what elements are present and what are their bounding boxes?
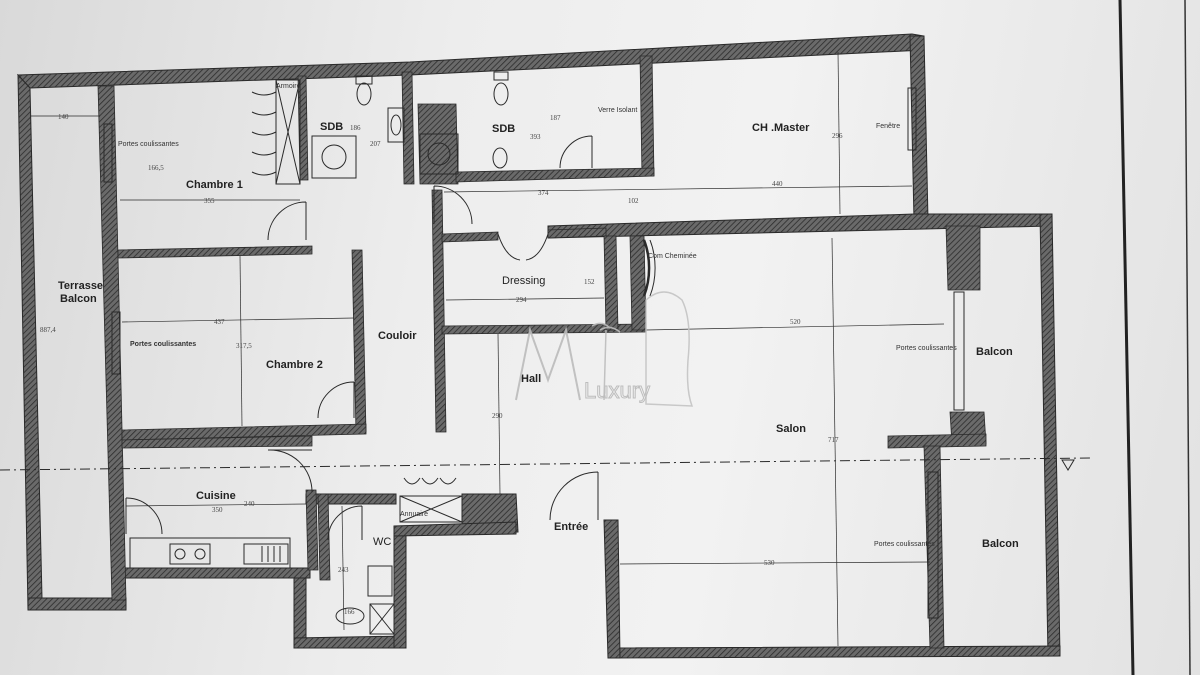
- room-label-chambre2: Chambre 2: [266, 359, 323, 371]
- room-label-cuisine: Cuisine: [196, 490, 236, 502]
- dimension-label: 717: [828, 436, 839, 444]
- dimension-label: 355: [204, 197, 215, 205]
- room-label-sdb2: SDB: [492, 123, 515, 135]
- dimension-label: 187: [550, 114, 561, 122]
- dimension-label: 296: [832, 132, 843, 140]
- dimension-label: 240: [244, 500, 255, 508]
- room-label-entree: Entrée: [554, 521, 588, 533]
- watermark-text: Luxury: [584, 378, 650, 403]
- dimension-label: 317,5: [236, 342, 252, 350]
- room-label-hall: Hall: [521, 373, 541, 385]
- dimension-label: 290: [492, 412, 503, 420]
- dimension-label: 166: [344, 608, 355, 616]
- room-label-dressing: Dressing: [502, 275, 545, 287]
- annotation-com-cheminee: Com Cheminée: [648, 253, 697, 260]
- annotation-portes-coulissantes-1: Portes coulissantes: [118, 141, 179, 148]
- dimension-label: 530: [764, 559, 775, 567]
- room-label-sdb1: SDB: [320, 121, 343, 133]
- dimension-label: 437: [214, 318, 225, 326]
- dimension-label: 102: [628, 197, 639, 205]
- room-label-wc: WC: [373, 536, 391, 548]
- room-label-couloir: Couloir: [378, 330, 417, 342]
- room-label-salon: Salon: [776, 423, 806, 435]
- dimension-label: 152: [584, 278, 595, 286]
- dimension-label: 243: [338, 566, 349, 574]
- annotation-portes-coulissantes-3: Portes coulissantes: [896, 345, 957, 352]
- dimension-label: 374: [538, 189, 549, 197]
- annotation-portes-coulissantes-4: Portes coulissantes: [874, 541, 935, 548]
- room-label-balcon-bottom: Balcon: [982, 538, 1019, 550]
- room-label-terrasse: Terrasse: [58, 280, 103, 292]
- annotation-fenetre: Fenêtre: [876, 123, 900, 130]
- room-label-chambre1: Chambre 1: [186, 179, 243, 191]
- annotation-verre-isolant: Verre Isolant: [598, 107, 637, 114]
- room-label-terrasse-2: Balcon: [60, 293, 97, 305]
- sheet-border-line: [1184, 0, 1191, 675]
- dimension-label: 166,5: [148, 164, 164, 172]
- dimension-label: 520: [790, 318, 801, 326]
- annotation-annuaire: Annuaire: [400, 511, 428, 518]
- room-label-ch-master: CH .Master: [752, 122, 810, 134]
- dimension-label: 294: [516, 296, 527, 304]
- sheet-border-line: [1118, 0, 1135, 675]
- room-label-balcon-top: Balcon: [976, 346, 1013, 358]
- annotation-armoire: Armoire: [276, 83, 301, 90]
- dimension-label: 393: [530, 133, 541, 141]
- dimension-label: 350: [212, 506, 223, 514]
- dimension-label: 186: [350, 124, 361, 132]
- dimension-label: 887,4: [40, 326, 56, 334]
- fixtures: [0, 51, 1091, 647]
- watermark-logo: Luxury: [515, 291, 694, 407]
- dimension-label: 140: [58, 113, 69, 121]
- annotation-portes-coulissantes-2: Portes coulissantes: [130, 341, 196, 348]
- interior-walls: [97, 55, 987, 649]
- dimension-label: 440: [772, 180, 783, 188]
- dimension-label: 207: [370, 140, 381, 148]
